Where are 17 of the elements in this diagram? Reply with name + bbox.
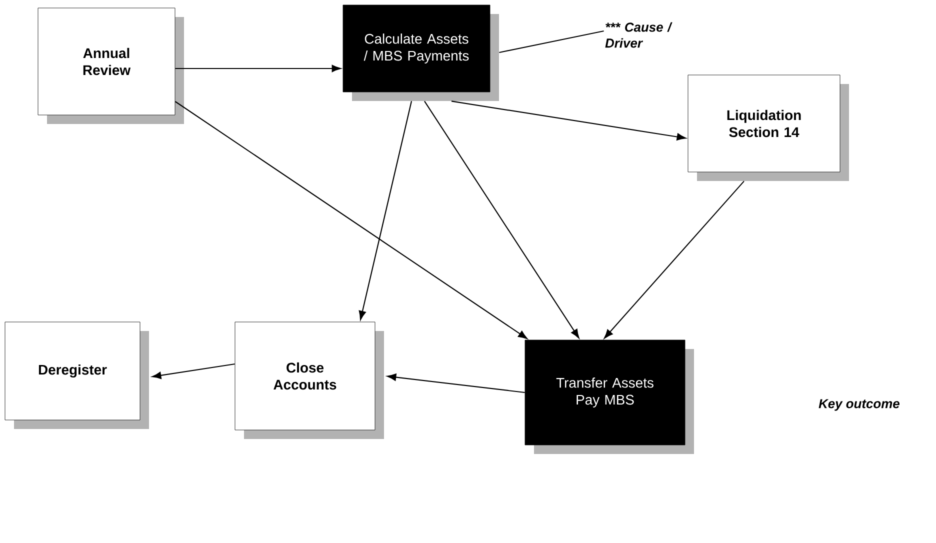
arrow (424, 100, 580, 338)
arrow (174, 101, 528, 340)
note-text: Key outcome (818, 399, 900, 411)
process-box: Liquidation Section 14 (688, 74, 849, 181)
annotation-text: *** Cause / Driver (605, 22, 672, 48)
arrow (358, 101, 412, 320)
leader-line (499, 30, 604, 54)
process-box: Calculate Assets / MBS Payments (342, 4, 499, 101)
arrow (604, 180, 744, 339)
arrow (386, 374, 525, 394)
arrow (175, 64, 342, 72)
process-box: Transfer Assets Pay MBS (524, 340, 694, 454)
arrow (152, 363, 235, 379)
process-box: Annual Review (38, 8, 184, 124)
process-box: Deregister (4, 322, 149, 429)
arrow (451, 100, 686, 140)
process-box: Close Accounts (234, 322, 384, 439)
